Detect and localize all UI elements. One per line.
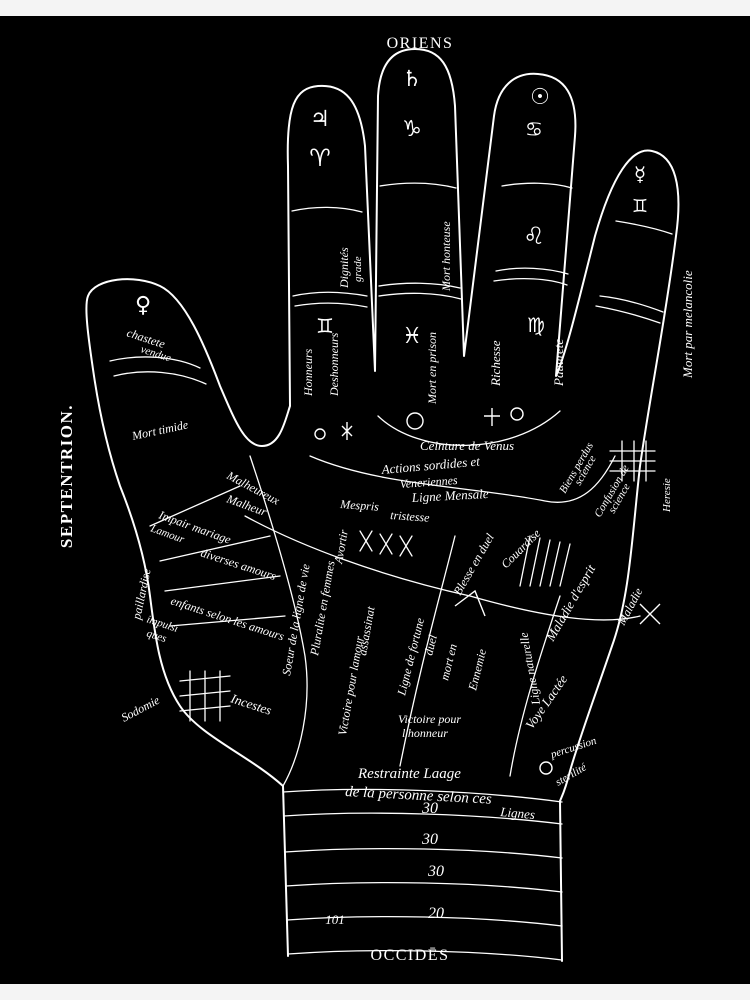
label-tristesse: tristesse bbox=[390, 508, 431, 525]
sun-symbol: ☉ bbox=[530, 85, 550, 110]
label-de-la-personne: de la personne selon ces bbox=[345, 784, 492, 808]
label-dignites: Dignités bbox=[337, 247, 351, 289]
wrist-band-2 bbox=[283, 812, 563, 825]
label-assassinat: assassinat bbox=[355, 605, 377, 657]
life-line bbox=[249, 455, 308, 787]
label-mort-timide: Mort timide bbox=[130, 417, 190, 443]
label-mort-prison: Mort en prison bbox=[425, 332, 439, 405]
index-crease-2 bbox=[292, 291, 368, 297]
label-grade: grade bbox=[352, 256, 364, 282]
ring-crease-3 bbox=[493, 278, 568, 286]
wrist-left-edge bbox=[282, 785, 289, 957]
aries-symbol: ♈ bbox=[309, 144, 331, 172]
wrist-band-4 bbox=[285, 881, 563, 893]
label-pluralite: Pluralite en femmes bbox=[307, 559, 338, 657]
label-ceinture-venus: Ceinture de Venus bbox=[420, 438, 514, 453]
label-enfants: enfants selon les amours bbox=[169, 594, 286, 644]
ring-crease-1 bbox=[501, 182, 573, 189]
label-ennemie: Ennemie bbox=[465, 647, 489, 693]
label-heresie: Heresie bbox=[661, 478, 673, 513]
gemini-symbol: ♊ bbox=[632, 196, 648, 217]
heart-line bbox=[309, 455, 616, 503]
label-richesse: Richesse bbox=[488, 340, 503, 387]
label-ques: ques bbox=[145, 627, 168, 645]
label-mespris: Mespris bbox=[339, 497, 380, 514]
label-restrainte-laage: Restrainte Laage bbox=[357, 766, 461, 782]
wrist-number-2: 30 bbox=[421, 831, 438, 848]
direction-left: SEPTENTRION. bbox=[57, 404, 76, 548]
little-crease-3 bbox=[595, 305, 661, 324]
mercury-symbol: ☿ bbox=[634, 162, 646, 186]
girdle-of-venus bbox=[377, 410, 561, 447]
label-incestes: Incestes bbox=[228, 690, 273, 718]
wrist-number-3: 30 bbox=[427, 863, 444, 880]
thumb-crease-2 bbox=[113, 371, 207, 385]
wrist-band-3 bbox=[284, 847, 563, 859]
wrist-right-edge bbox=[559, 800, 563, 962]
ring-crease-2 bbox=[495, 267, 569, 275]
venus-symbol: ♀ bbox=[135, 293, 151, 318]
label-mort-honteuse: Mort honteuse bbox=[439, 221, 453, 292]
label-duel: duel bbox=[421, 633, 440, 657]
label-blesse-duel: Blesse en duel bbox=[450, 530, 497, 597]
label-actions-sordides: Actions sordides et bbox=[380, 453, 481, 477]
thumb-crease-1 bbox=[109, 356, 201, 369]
crossing-marks bbox=[359, 530, 413, 557]
label-mort-melancolie: Mort par melancolie bbox=[680, 270, 695, 379]
natural-line bbox=[509, 595, 561, 777]
little-crease-2 bbox=[599, 295, 664, 313]
fate-line bbox=[399, 535, 456, 767]
index-crease-3 bbox=[294, 302, 368, 308]
wrist-band-5 bbox=[286, 915, 563, 927]
virgo-symbol: ♍ bbox=[527, 313, 545, 337]
jupiter-symbol: ♃ bbox=[310, 107, 330, 132]
index-crease-1 bbox=[291, 206, 363, 213]
cancer-symbol: ♋ bbox=[525, 117, 543, 141]
pisces-symbol: ♓ bbox=[402, 324, 422, 349]
gemini-symbol-index: ♊ bbox=[316, 314, 334, 338]
label-deshonneur: Deshonneurs bbox=[327, 332, 341, 397]
palm-hatching bbox=[519, 535, 571, 587]
lower-palm-hatching bbox=[179, 670, 231, 722]
wrist-band-6 bbox=[287, 949, 563, 961]
little-crease-1 bbox=[615, 220, 673, 235]
capricorn-symbol: ♑ bbox=[402, 117, 422, 142]
hill-hatching bbox=[609, 440, 656, 482]
label-ligne-naturelle: Ligne naturelle bbox=[516, 631, 543, 707]
decorative-marks bbox=[314, 407, 661, 775]
label-victoire-pour: Victoire pour bbox=[398, 712, 461, 726]
saturn-symbol: ♄ bbox=[402, 67, 422, 92]
label-honneurs: Honneurs bbox=[301, 348, 315, 397]
label-mort-en: mort en bbox=[437, 642, 460, 681]
label-maladie-esprit: Maladie d'esprit bbox=[542, 562, 598, 645]
label-avortir: Avortir bbox=[331, 528, 351, 565]
label-veneriennes: Veneriennes bbox=[399, 473, 458, 491]
label-sodomie: Sodomie bbox=[119, 693, 163, 725]
middle-crease-1 bbox=[379, 182, 457, 189]
wrist-band-1 bbox=[282, 788, 563, 803]
label-ligne-fortune: Ligne de fortune bbox=[394, 616, 427, 698]
hand-diagram: ORIENS OCCIDĒS SEPTENTRION. ♃ ♈ ♊ ♄ ♑ ♓ … bbox=[57, 35, 695, 964]
middle-crease-2 bbox=[378, 282, 461, 289]
middle-crease-3 bbox=[378, 292, 462, 300]
label-soeur-vie: Soeur de la ligne de vie bbox=[279, 562, 313, 676]
label-lhonneur: l'honneur bbox=[402, 726, 448, 740]
label-diverses-amours: diverses amours bbox=[199, 546, 278, 584]
label-pauurete: Pauurete bbox=[551, 339, 566, 387]
label-couardise: Couardise bbox=[498, 526, 543, 571]
label-lignes: Lignes bbox=[499, 804, 536, 822]
wrist-number-4: 20 bbox=[428, 905, 444, 922]
hand-outline bbox=[85, 48, 680, 802]
leo-symbol: ♌ bbox=[523, 222, 545, 250]
direction-bottom: OCCIDĒS bbox=[371, 947, 450, 964]
label-ligne-mensale: Ligne Mensale bbox=[410, 486, 489, 505]
wrist-number-5: 101 bbox=[325, 912, 345, 927]
head-line bbox=[244, 515, 641, 621]
wrist-number-1: 30 bbox=[421, 800, 438, 817]
direction-top: ORIENS bbox=[387, 35, 454, 52]
thumb-mount-lines bbox=[149, 485, 286, 627]
palmistry-plate: ORIENS OCCIDĒS SEPTENTRION. ♃ ♈ ♊ ♄ ♑ ♓ … bbox=[0, 16, 750, 984]
label-maladie: Maladie bbox=[614, 585, 646, 628]
